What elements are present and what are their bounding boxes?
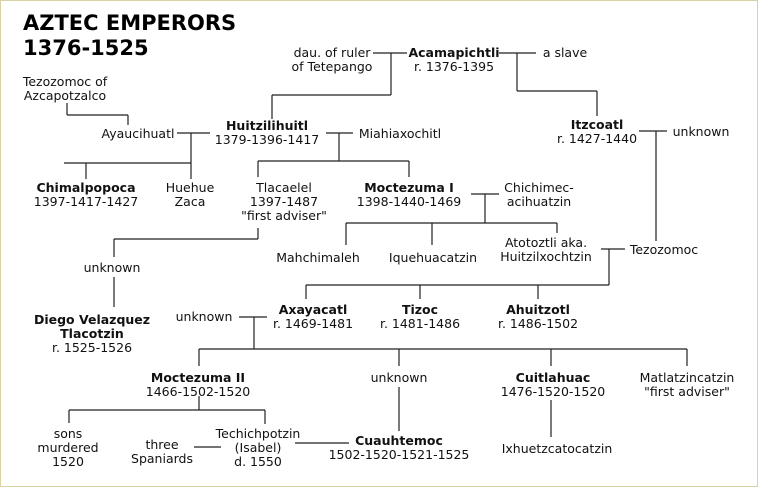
person-acamapichtli: Acamapichtli r. 1376-1395 xyxy=(408,45,500,74)
person-chichimecacihuatzin: Chichimec- acihuatzin xyxy=(504,180,574,209)
person-miahiaxochitl: Miahiaxochitl xyxy=(358,126,442,141)
person-axayacatl: Axayacatl r. 1469-1481 xyxy=(272,302,354,331)
person-three-spaniards: three Spaniards xyxy=(131,437,193,466)
chart-title: AZTEC EMPERORS 1376-1525 xyxy=(23,11,236,61)
person-cuauhtemoc: Cuauhtemoc 1502-1520-1521-1525 xyxy=(328,433,470,462)
person-tezozomoc: Tezozomoc xyxy=(629,242,699,257)
person-tlacaelel: Tlacaelel 1397-1487 "first adviser" xyxy=(241,180,327,223)
person-diego-velazquez-tlacotzin: Diego Velazquez Tlacotzin r. 1525-1526 xyxy=(33,312,151,355)
person-slave: a slave xyxy=(542,45,588,60)
person-unknown-itzcoatl-spouse: unknown xyxy=(672,124,730,139)
title-line-1: AZTEC EMPERORS xyxy=(23,11,237,35)
person-unknown-tlacaelel-child: unknown xyxy=(83,260,141,275)
person-atotoztli: Atotoztli aka. Huitzilxochtzin xyxy=(500,235,592,264)
person-dau-ruler: dau. of ruler of Tetepango xyxy=(291,45,373,74)
person-ayaucihuatl: Ayaucihuatl xyxy=(101,126,175,141)
person-moctezuma-ii: Moctezuma II 1466-1502-1520 xyxy=(145,370,251,399)
person-iquehuacatzin: Iquehuacatzin xyxy=(388,250,478,265)
person-chimalpopoca: Chimalpopoca 1397-1417-1427 xyxy=(33,180,139,209)
person-itzcoatl: Itzcoatl r. 1427-1440 xyxy=(556,117,638,146)
person-tizoc: Tizoc r. 1481-1486 xyxy=(379,302,461,331)
person-unknown-axayacatl-spouse: unknown xyxy=(175,309,233,324)
person-tezozomoc-azcapotzalco: Tezozomoc of Azcapotzalco xyxy=(22,74,108,103)
person-matlatzincatzin: Matlatzincatzin "first adviser" xyxy=(639,370,735,399)
person-cuitlahuac: Cuitlahuac 1476-1520-1520 xyxy=(500,370,606,399)
person-mahchimaleh: Mahchimaleh xyxy=(276,250,360,265)
person-unknown-cuauhtemoc-parent: unknown xyxy=(370,370,428,385)
person-moctezuma-i: Moctezuma I 1398-1440-1469 xyxy=(356,180,462,209)
title-line-2: 1376-1525 xyxy=(23,36,149,60)
person-sons-murdered: sons murdered 1520 xyxy=(37,426,99,469)
person-huitzilihuitl: Huitzilihuitl 1379-1396-1417 xyxy=(214,118,320,147)
person-ahuitzotl: Ahuitzotl r. 1486-1502 xyxy=(497,302,579,331)
person-techichpotzin: Techichpotzin (Isabel) d. 1550 xyxy=(215,426,301,469)
person-huehue-zaca: Huehue Zaca xyxy=(165,180,215,209)
person-ixhuetzcatocatzin: Ixhuetzcatocatzin xyxy=(501,441,613,456)
